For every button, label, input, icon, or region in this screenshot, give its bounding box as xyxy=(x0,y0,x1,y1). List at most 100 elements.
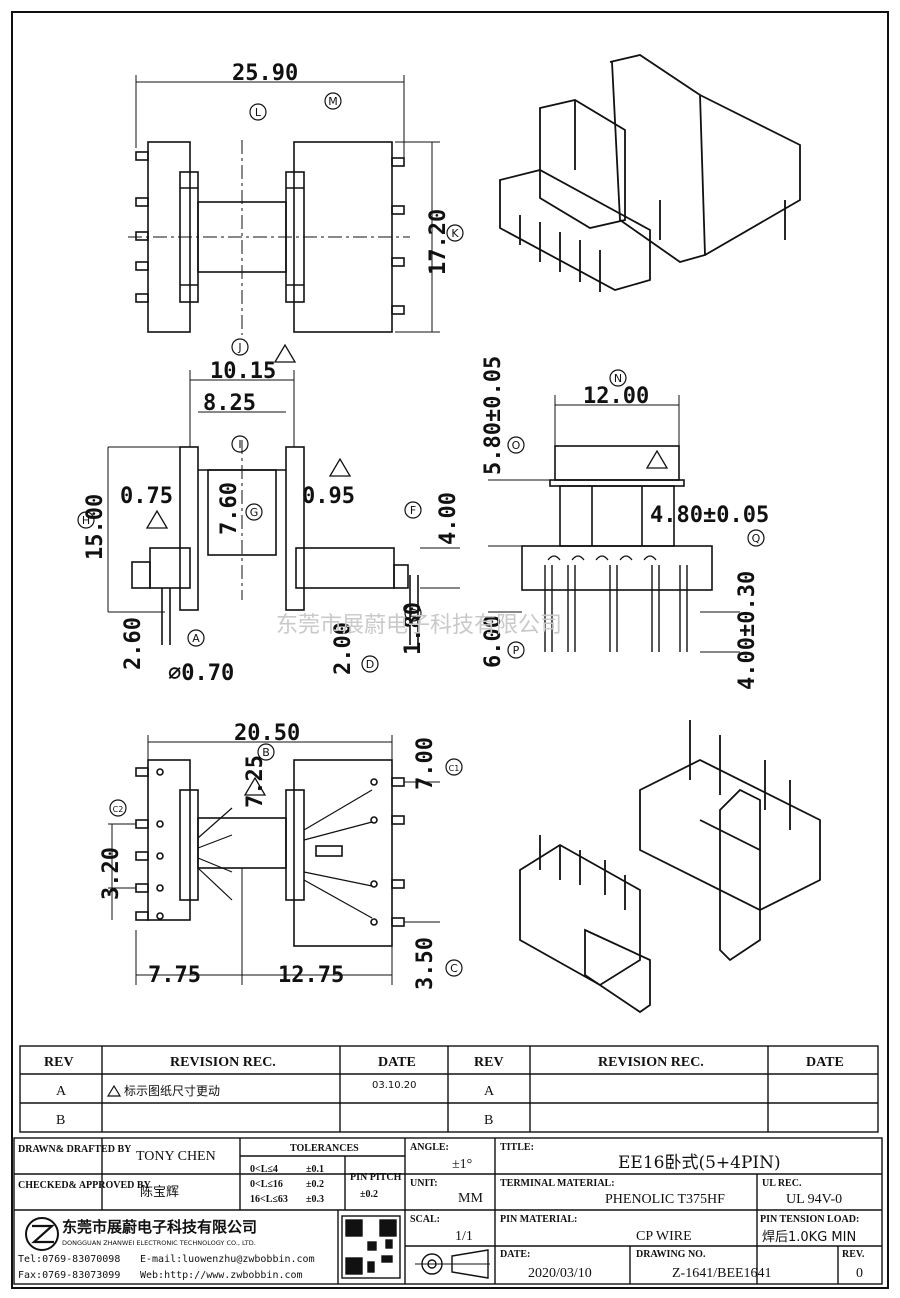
row-b-rev: B xyxy=(56,1113,65,1128)
checked-value: 陈宝辉 xyxy=(140,1184,179,1200)
angle-value: ±1° xyxy=(452,1157,472,1172)
warning-triangle-icon xyxy=(145,343,669,796)
marker-label: K xyxy=(451,227,459,240)
marker-label: L xyxy=(255,106,262,119)
dim-top-width: 25.90 xyxy=(232,61,298,86)
drawn-label: DRAWN& DRAFTED BY xyxy=(18,1144,132,1155)
scal-value: 1/1 xyxy=(455,1229,473,1244)
marker-label: J xyxy=(237,341,241,354)
tol-range-1: 0<L≤4 xyxy=(250,1164,278,1175)
marker-label: E xyxy=(410,607,417,620)
marker-label: N xyxy=(614,372,622,385)
pin-tension-value: 焊后1.0KG MIN xyxy=(762,1229,856,1245)
marker-label: Q xyxy=(752,532,761,545)
tol-value-2: ±0.2 xyxy=(306,1179,324,1190)
ul-label: UL REC. xyxy=(762,1178,802,1189)
iso-view-bottom xyxy=(519,720,821,1014)
revision-table: REV REVISION REC. DATE REV REVISION REC.… xyxy=(44,1055,844,1128)
title-label: TITLE: xyxy=(500,1142,534,1153)
tol-range-3: 16<L≤63 xyxy=(250,1194,288,1205)
marker-circle xyxy=(245,503,263,521)
company-email: E-mail:luowenzhu@zwbobbin.com xyxy=(140,1254,315,1265)
dim-pin-len: 2.60 xyxy=(121,617,146,670)
dim-side-pin: 6.00 xyxy=(481,615,506,668)
marker-label: P xyxy=(513,644,520,657)
marker-circle xyxy=(249,103,267,121)
terminal-material-label: TERMINAL MATERIAL: xyxy=(500,1178,615,1189)
marker-circle xyxy=(231,435,249,453)
row-b-rev-2: B xyxy=(484,1113,493,1128)
marker-circle xyxy=(109,799,127,817)
revision-rec-header-2: REVISION REC. xyxy=(598,1055,704,1070)
dim-side-core: 4.80±0.05 xyxy=(650,503,769,528)
marker-circle xyxy=(609,369,627,387)
unit-label: UNIT: xyxy=(410,1178,438,1189)
date-value: 2020/03/10 xyxy=(528,1266,592,1281)
marker-circle xyxy=(507,641,525,659)
row-a-rec: 标示图纸尺寸更动 xyxy=(124,1084,220,1098)
dim-wall-left: 0.75 xyxy=(120,484,173,509)
marker-circle xyxy=(446,224,464,242)
pin-tension-label: PIN TENSION LOAD: xyxy=(760,1214,859,1225)
marker-circle xyxy=(747,529,765,547)
dim-pin-offset: 2.00 xyxy=(331,622,356,675)
bottom-view xyxy=(108,735,440,985)
date-header-2: DATE xyxy=(806,1055,844,1070)
marker-circle xyxy=(231,338,249,356)
marker-circle xyxy=(404,501,422,519)
unit-value: MM xyxy=(458,1191,483,1206)
row-a-rev-2: A xyxy=(484,1084,495,1099)
tolerances-label: TOLERANCES xyxy=(290,1143,359,1154)
dim-slot: 4.00 xyxy=(436,492,461,545)
marker-label: A xyxy=(192,632,200,645)
dim-bottom-left: 7.75 xyxy=(148,963,201,988)
rev-label: REV. xyxy=(842,1249,865,1260)
title-block: DRAWN& DRAFTED BY TONY CHEN CHECKED& APP… xyxy=(18,1142,865,1281)
rev-header: REV xyxy=(44,1055,74,1070)
terminal-material-value: PHENOLIC T375HF xyxy=(605,1192,725,1207)
marker-label: C2 xyxy=(113,805,124,814)
sheet-border xyxy=(11,11,889,1289)
marker-label: M xyxy=(328,95,338,108)
warning-triangle-icon xyxy=(106,1084,122,1097)
drawn-value: TONY CHEN xyxy=(136,1149,216,1164)
dim-bottom-right-top: 7.00 xyxy=(413,737,438,790)
drawing-no-value: Z-1641/BEE1641 xyxy=(672,1266,772,1281)
front-view xyxy=(107,370,460,645)
rev-header-2: REV xyxy=(474,1055,504,1070)
pin-pitch-label: PIN PITCH xyxy=(350,1172,402,1183)
marker-label: O xyxy=(512,439,521,452)
dim-side-top: 5.80±0.05 xyxy=(481,356,506,475)
tol-value-1: ±0.1 xyxy=(306,1164,324,1175)
drawing-no-label: DRAWING NO. xyxy=(636,1249,706,1260)
dim-top-height: 17.20 xyxy=(426,209,451,275)
pin-material-value: CP WIRE xyxy=(636,1229,692,1244)
marker-label: C1 xyxy=(449,764,460,773)
company-web: Web:http://www.zwbobbin.com xyxy=(140,1270,303,1281)
tol-range-2: 0<L≤16 xyxy=(250,1179,283,1190)
marker-circle xyxy=(324,92,342,110)
dim-side-pin-len: 4.00±0.30 xyxy=(735,571,760,690)
marker-label: F xyxy=(410,504,416,517)
marker-label: H xyxy=(82,514,90,527)
rev-value: 0 xyxy=(856,1266,863,1281)
top-view xyxy=(128,75,440,335)
marker-circle xyxy=(77,511,95,529)
pin-material-label: PIN MATERIAL: xyxy=(500,1214,577,1225)
dim-pin-pitch-left: 3.20 xyxy=(99,847,124,900)
marker-circle xyxy=(445,959,463,977)
company-name-en: DONGGUAN ZHANWEI ELECTRONIC TECHNOLOGY C… xyxy=(62,1239,256,1247)
marker-circle xyxy=(404,604,422,622)
dim-front-outer: 10.15 xyxy=(210,359,276,384)
title-value: EE16卧式(5+4PIN) xyxy=(618,1153,781,1173)
company-tel: Tel:0769-83070098 xyxy=(18,1254,120,1265)
dim-bottom-width: 20.50 xyxy=(234,721,300,746)
marker-circle xyxy=(257,743,275,761)
tol-value-3: ±0.3 xyxy=(306,1194,324,1205)
ul-value: UL 94V-0 xyxy=(786,1192,842,1207)
title-block-grid xyxy=(13,1045,883,1285)
iso-view-top xyxy=(499,54,801,292)
dim-core: 7.60 xyxy=(217,482,242,535)
